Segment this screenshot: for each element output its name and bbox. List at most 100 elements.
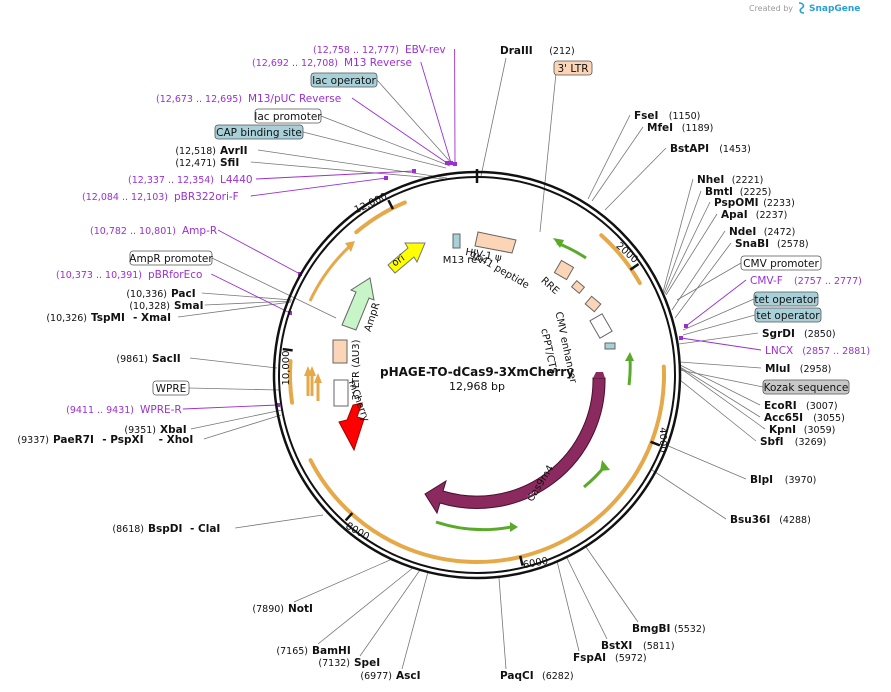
enzyme-site-sgrdi[interactable]: SgrDI(2850)	[762, 328, 836, 340]
enzyme-leader	[257, 149, 448, 179]
enzyme-site-fsei[interactable]: FseI(1150)	[634, 110, 700, 122]
enzyme-site-bstapi[interactable]: BstAPI(1453)	[670, 143, 751, 155]
primer-pbrforeco[interactable]: pBRforEco(10,373 .. 10,391)	[56, 269, 202, 281]
enzyme-site-bmti[interactable]: BmtI(2225)	[705, 186, 771, 198]
enzyme-site-pspomi[interactable]: PspOMI(2233)	[714, 197, 795, 209]
enzyme-site-blpi[interactable]: BlpI (3970)	[750, 474, 816, 486]
primer-m13-puc-reverse[interactable]: M13/pUC Reverse(12,673 .. 12,695)	[156, 93, 341, 105]
feature-label-tet-operator[interactable]: tet operator	[754, 307, 822, 323]
enzyme-leader	[663, 190, 702, 294]
wpre-box-feature[interactable]	[333, 379, 349, 407]
primer-name: pBRforEco	[148, 269, 202, 281]
enzyme-site-draiii[interactable]: DraIII(212)	[500, 45, 575, 57]
feature-label-lac-promoter[interactable]: lac promoter	[254, 108, 322, 124]
enzyme-site-bsu36i[interactable]: Bsu36I(4288)	[730, 514, 811, 526]
primer-position: (9411 .. 9431)	[66, 405, 134, 416]
hiv-psi-feature[interactable]	[474, 231, 517, 254]
enzyme-site-bamhi[interactable]: BamHI(7165)	[276, 645, 350, 657]
cmv-promoter-box-feature[interactable]	[589, 313, 613, 339]
enzyme-site-bmgbi[interactable]: BmgBI(5532)	[632, 623, 706, 635]
enzyme-site-asci[interactable]: AscI(6977)	[360, 670, 420, 682]
enzyme-site-noti[interactable]: NotI(7890)	[252, 603, 313, 615]
enzyme-site-mlui[interactable]: MluI(2958)	[765, 363, 831, 375]
feature-label-3-ltr[interactable]: 3' LTR	[553, 60, 593, 76]
enzyme-position: (3007)	[806, 401, 838, 412]
enzyme-site-kpni[interactable]: KpnI(3059)	[769, 424, 835, 436]
enzyme-name: BlpI	[750, 474, 773, 486]
enzyme-site-xbai[interactable]: XbaI(9351)	[124, 424, 186, 436]
primer-m13-reverse[interactable]: M13 Reverse(12,692 .. 12,708)	[252, 57, 412, 69]
enzyme-site-sfii[interactable]: SfiI(12,471)	[175, 157, 239, 169]
primer-leader	[420, 61, 452, 164]
enzyme-position: (5532)	[674, 624, 706, 635]
enzyme-position: (10,336)	[126, 289, 167, 300]
cmv-enhancer-feature[interactable]	[584, 295, 602, 313]
enzyme-leader	[556, 560, 580, 652]
feature-leader	[302, 131, 447, 169]
feature-name: tet operator	[756, 310, 820, 322]
feature-label-cap-binding-site[interactable]: CAP binding site	[214, 124, 304, 140]
cas9m4-feature[interactable]	[424, 372, 606, 515]
enzyme-position: (1189)	[682, 123, 714, 134]
ampr-feature[interactable]	[341, 277, 375, 331]
primer-leader	[255, 170, 415, 180]
enzyme-name: AvrII	[220, 145, 248, 157]
enzyme-name: SacII	[152, 353, 181, 365]
primer-amp-r[interactable]: Amp-R(10,782 .. 10,801)	[90, 225, 217, 237]
enzyme-site-spei[interactable]: SpeI(7132)	[318, 657, 380, 669]
enzyme-position: (3970)	[785, 475, 817, 486]
primer-pbr322ori-f[interactable]: pBR322ori-F(12,084 .. 12,103)	[82, 191, 239, 203]
enzyme-site-paci[interactable]: PacI(10,336)	[126, 288, 195, 300]
enzyme-leader	[235, 514, 324, 529]
enzyme-name: Bsu36I	[730, 514, 770, 526]
enzyme-site-smai[interactable]: SmaI(10,328)	[129, 300, 203, 312]
m13-rev-feature[interactable]	[452, 233, 461, 249]
enzyme-site-sbfi[interactable]: SbfI(3269)	[760, 436, 826, 448]
enzyme-site-tspmi[interactable]: TspMI- XmaI(10,326)	[46, 312, 171, 324]
feature-label-wpre[interactable]: WPRE	[152, 380, 190, 396]
feature-label-cmv-promoter[interactable]: CMV promoter	[740, 255, 822, 271]
feature-label-lac-operator[interactable]: lac operator	[310, 72, 378, 88]
enzyme-name: SnaBI	[735, 238, 769, 250]
enzyme-name: SmaI	[174, 300, 204, 312]
enzyme-leader	[678, 332, 759, 345]
primer-l4440[interactable]: L4440(12,337 .. 12,354)	[128, 174, 253, 186]
enzyme-site-bspdi[interactable]: BspDI- ClaI(8618)	[112, 523, 220, 535]
mcherry-feature[interactable]	[338, 402, 365, 452]
feature-box	[254, 108, 322, 124]
primer-position: (10,782 .. 10,801)	[90, 226, 176, 237]
enzyme-site-paqci[interactable]: PaqCI(6282)	[500, 670, 574, 682]
enzyme-site-paer7i[interactable]: PaeR7I- PspXI- XhoI(9337)	[17, 434, 193, 446]
primer-lncx[interactable]: LNCX(2857 .. 2881)	[765, 345, 870, 357]
cppt-feature[interactable]	[604, 342, 616, 350]
enzyme-site-ndei[interactable]: NdeI(2472)	[729, 226, 795, 238]
enzyme-position: (7890)	[252, 604, 284, 615]
enzyme-site-mfei[interactable]: MfeI (1189)	[647, 122, 713, 134]
enzyme-site-snabi[interactable]: SnaBI(2578)	[735, 238, 809, 250]
enzyme-site-acc65i[interactable]: Acc65I(3055)	[764, 412, 845, 424]
enzyme-name: MfeI	[647, 122, 673, 134]
feature-box	[152, 380, 190, 396]
enzyme-site-sacii[interactable]: SacII(9861)	[116, 353, 180, 365]
rre-feature[interactable]	[553, 259, 575, 281]
enzyme-name: BstAPI	[670, 143, 709, 155]
enzyme-site-nhei[interactable]: NheI(2221)	[697, 174, 763, 186]
enzyme-site-ecori[interactable]: EcoRI(3007)	[764, 400, 838, 412]
feature-label-kozak-sequence[interactable]: Kozak sequence	[762, 379, 850, 395]
primer-wpre-r[interactable]: WPRE-R(9411 .. 9431)	[66, 404, 182, 416]
feature-label-ampr-promoter[interactable]: AmpR promoter	[129, 250, 213, 266]
primer-cmv-f[interactable]: CMV-F(2757 .. 2777)	[750, 275, 862, 287]
gp41-feature[interactable]	[570, 280, 586, 294]
enzyme-site-apai[interactable]: ApaI(2237)	[721, 209, 787, 221]
primer-site-marker	[384, 176, 388, 180]
ltr3-delta-u3-feature[interactable]	[332, 339, 348, 364]
primer-ebv-rev[interactable]: EBV-rev(12,758 .. 12,777)	[313, 44, 446, 56]
enzyme-site-bstxi[interactable]: BstXI(5811)	[601, 640, 675, 652]
enzyme-position: (9337)	[17, 435, 49, 446]
ori-feature[interactable]	[387, 242, 426, 274]
enzyme-site-avrii[interactable]: AvrII(12,518)	[175, 145, 247, 157]
enzyme-position: (212)	[549, 46, 575, 57]
enzyme-position: (12,471)	[175, 158, 216, 169]
enzyme-site-fspai[interactable]: FspAI(5972)	[573, 652, 647, 664]
feature-label-tet-operator[interactable]: tet operator	[753, 291, 819, 307]
